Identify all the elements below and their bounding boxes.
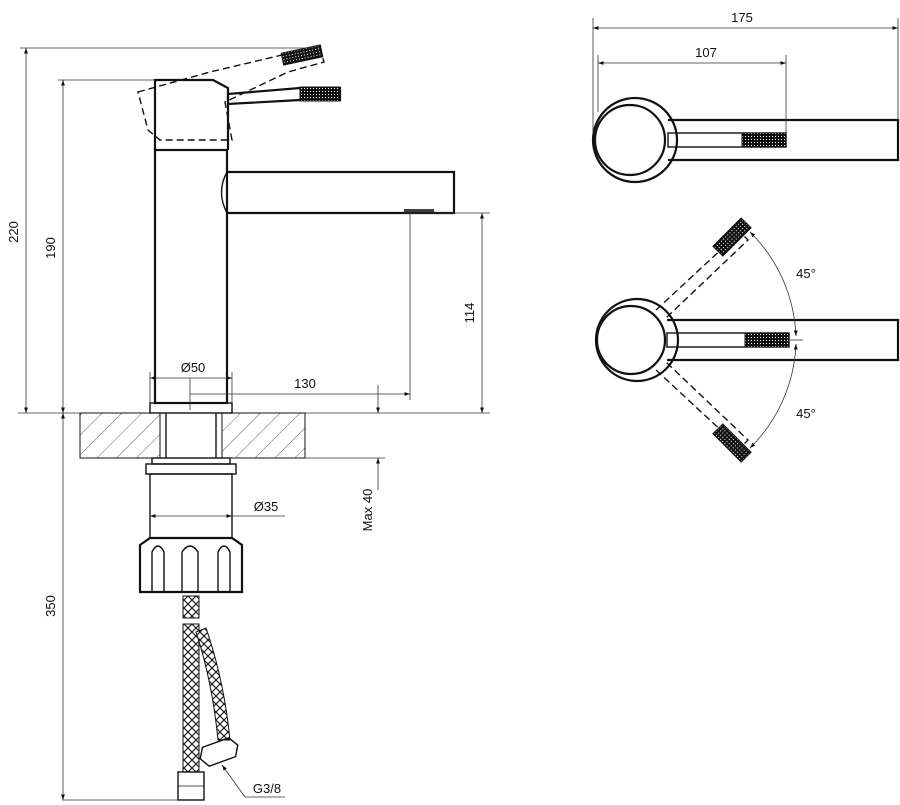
dim-connection-thread: G3/8 (253, 781, 281, 796)
side-view: 220 190 350 114 Max 40 Ø50 130 Ø35 G3/8 (6, 44, 490, 801)
dim-reach: 130 (294, 376, 316, 391)
countertop-section (79, 412, 306, 459)
faucet-body (145, 148, 237, 539)
dim-top-overall-length: 175 (731, 10, 753, 25)
dimension-lines-right (305, 212, 490, 490)
dim-shank-diameter: Ø35 (254, 499, 279, 514)
dim-top-reach: 107 (695, 45, 717, 60)
dim-outlet-clearance: 114 (462, 303, 477, 324)
dim-handle-rotation-up: 45° (796, 266, 816, 281)
mounting-nut (138, 536, 244, 594)
handle-rotated-up (655, 217, 752, 319)
spout (220, 170, 456, 215)
dim-max-deck-thickness: Max 40 (360, 489, 375, 532)
handle-rotated-down (655, 361, 752, 463)
dim-overall-height: 220 (6, 221, 21, 243)
lever-handle (153, 78, 342, 150)
dim-body-diameter: Ø50 (181, 360, 206, 375)
lever-handle-raised-outline (137, 44, 325, 141)
supply-hoses (177, 595, 239, 801)
top-view-rotation: 45° 45° (594, 217, 900, 463)
dimension-lines-left (18, 47, 490, 801)
dim-spout-height: 190 (43, 237, 58, 259)
top-view: 175 107 (591, 10, 900, 184)
dimension-lines-horizontal (149, 213, 411, 798)
dim-handle-rotation-down: 45° (796, 406, 816, 421)
dim-hose-length: 350 (43, 595, 58, 617)
